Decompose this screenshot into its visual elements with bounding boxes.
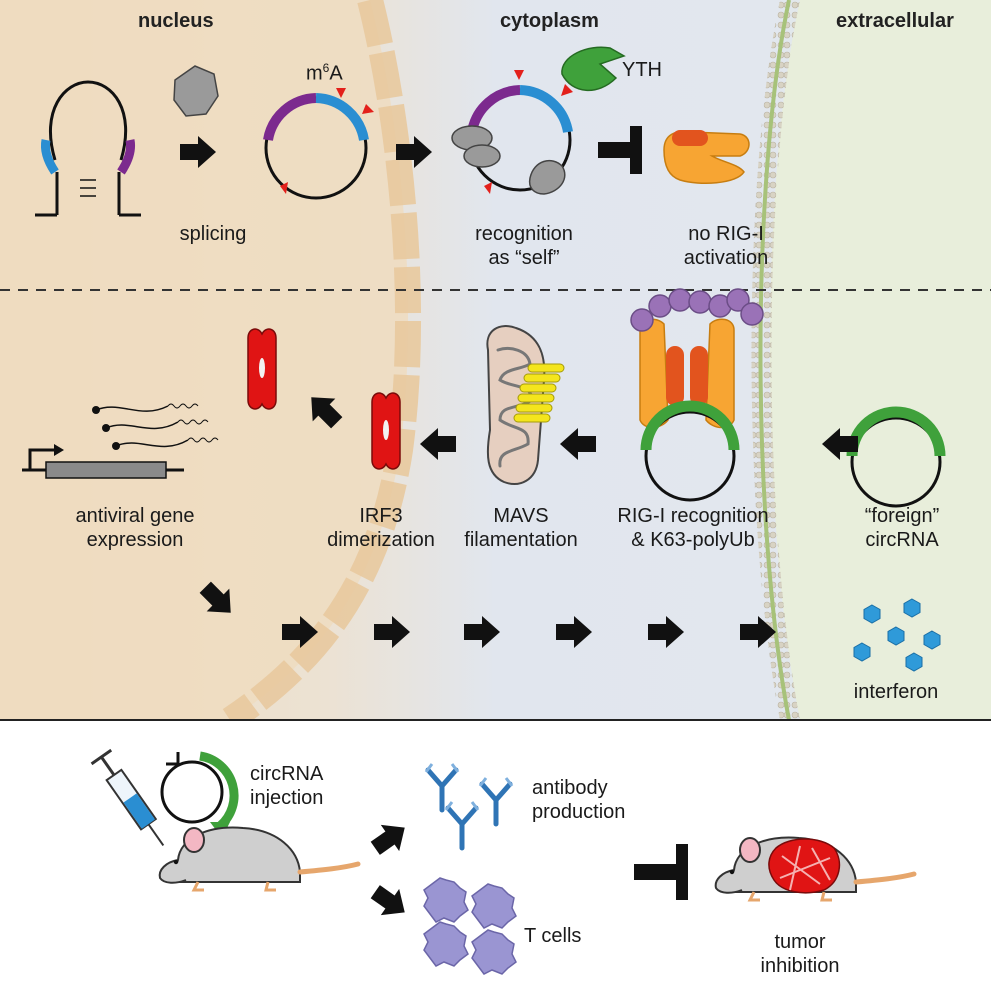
plasma-membrane (751, 0, 800, 720)
header-cytoplasm: cytoplasm (500, 10, 599, 32)
antibody-label: antibody production (532, 777, 626, 823)
header-extracellular: extracellular (836, 10, 954, 32)
rigi-inactive-icon (663, 130, 750, 185)
extracellular-region (770, 0, 991, 720)
mavs-label: MAVS filamentation (464, 505, 578, 551)
m6a-label: m6A (306, 61, 343, 85)
yth-label: YTH (622, 59, 662, 81)
header-nucleus: nucleus (138, 10, 214, 32)
syringe-icon (90, 748, 165, 847)
rigi-label: RIG-I recognition & K63-polyUb (617, 505, 769, 551)
m6a-circrna (263, 88, 374, 200)
no-rigi-label: no RIG-I activation (683, 223, 769, 269)
pre-mrna-hairpin (35, 80, 141, 217)
recognition-label: recognition as “self” (475, 223, 573, 269)
inhibition-bar-vaccine (634, 844, 688, 900)
irf3-label: IRF3 dimerization (327, 505, 435, 551)
antiviral-label: antiviral gene expression (75, 505, 195, 551)
self-circrna (451, 70, 573, 195)
membrane-core (758, 0, 791, 721)
mavs-mitochondrion (486, 325, 565, 485)
irf3-dimer-nuclear (247, 328, 277, 410)
spliceosome-icon (173, 65, 219, 117)
splicing-label: splicing (179, 223, 247, 245)
foreign-label: “foreign” circRNA (864, 505, 940, 551)
nuclear-envelope (222, 0, 422, 731)
mouse-tumor-icon (716, 838, 914, 900)
interferon-label: interferon (853, 681, 939, 703)
irf3-dimer (371, 392, 401, 470)
nucleus-region (0, 0, 409, 720)
yth-reader-icon (561, 46, 626, 92)
tcells-label: T cells (524, 925, 582, 947)
injection-label: circRNA injection (250, 763, 324, 809)
inhibition-bar (598, 126, 642, 174)
rigi-complex (630, 288, 764, 502)
tumor-label: tumor inhibition (760, 931, 840, 977)
antiviral-gene-icon (22, 403, 219, 479)
